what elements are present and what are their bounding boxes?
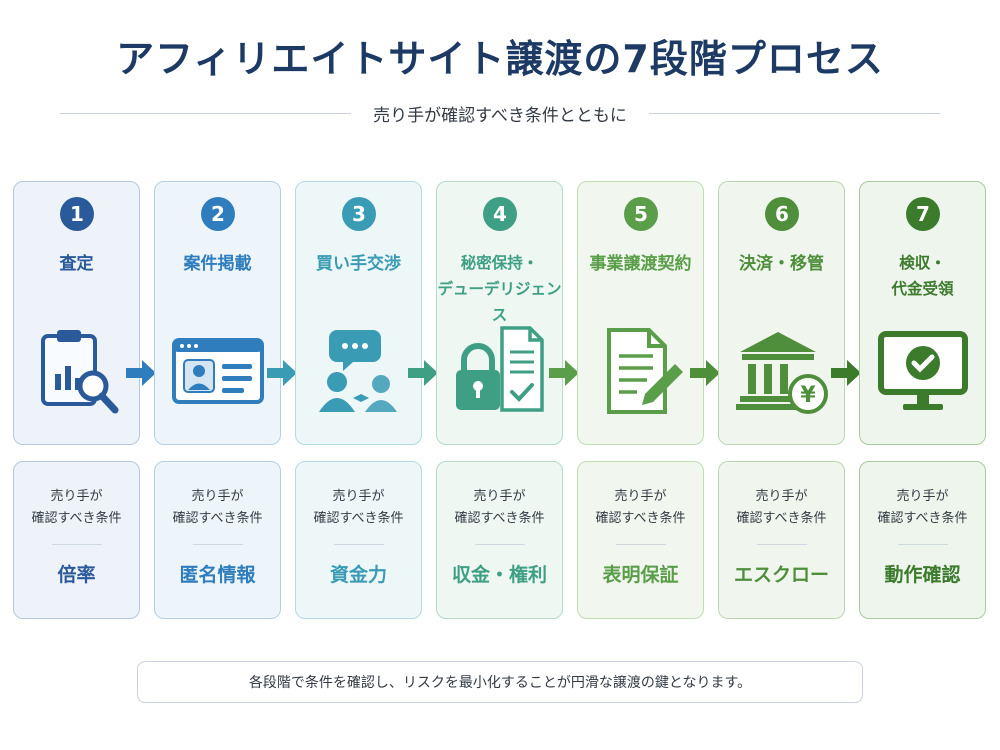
condition-divider	[616, 544, 666, 545]
step-title: 事業譲渡契約	[589, 254, 692, 274]
step-card-5: 5 事業譲渡契約	[577, 181, 704, 445]
step-card-7: 7 検収・代金受領	[859, 181, 986, 445]
web-profile-listing-icon	[168, 322, 268, 422]
bank-yen-icon: ¥	[732, 322, 832, 422]
step-arrow-icon	[126, 360, 156, 386]
step-title: 査定	[59, 254, 94, 274]
step-card-2: 2 案件掲載	[154, 181, 281, 445]
step-title: 買い手交渉	[316, 254, 401, 274]
condition-divider	[475, 544, 525, 545]
step-card-6: 6 決済・移管 ¥	[718, 181, 845, 445]
condition-divider	[52, 544, 102, 545]
step-number-badge: 7	[906, 197, 940, 231]
step-card-1: 1 査定	[13, 181, 140, 445]
condition-card-7: 売り手が確認すべき条件動作確認	[859, 461, 986, 619]
condition-value: 倍率	[57, 564, 96, 586]
step-arrow-icon	[267, 360, 297, 386]
step-title: 検収・代金受領	[891, 254, 954, 298]
condition-value: 収金・権利	[451, 564, 547, 586]
step-title: 決済・移管	[739, 254, 824, 274]
condition-label: 売り手が確認すべき条件	[877, 489, 968, 526]
condition-card-1: 売り手が確認すべき条件倍率	[13, 461, 140, 619]
step-number-badge: 4	[483, 197, 517, 231]
subtitle: 売り手が確認すべき条件とともに	[373, 105, 627, 126]
condition-label: 売り手が確認すべき条件	[31, 489, 122, 526]
step-number-badge: 3	[342, 197, 376, 231]
footer-note: 各段階で条件を確認し、リスクを最小化することが円滑な譲渡の鍵となります。	[137, 661, 863, 703]
condition-divider	[193, 544, 243, 545]
step-arrow-icon	[549, 360, 579, 386]
step-number-badge: 2	[201, 197, 235, 231]
condition-value: エスクロー	[733, 564, 829, 586]
condition-card-4: 売り手が確認すべき条件収金・権利	[436, 461, 563, 619]
clipboard-chart-search-icon	[27, 322, 127, 422]
negotiation-people-chat-icon	[309, 322, 409, 422]
condition-label: 売り手が確認すべき条件	[313, 489, 404, 526]
monitor-check-icon	[873, 322, 973, 422]
condition-divider	[898, 544, 948, 545]
condition-card-3: 売り手が確認すべき条件資金力	[295, 461, 422, 619]
step-title: 案件掲載	[183, 254, 252, 274]
lock-document-check-icon	[450, 322, 550, 422]
contract-pen-icon	[591, 322, 691, 422]
condition-label: 売り手が確認すべき条件	[595, 489, 686, 526]
subtitle-row: 売り手が確認すべき条件とともに	[60, 100, 940, 126]
step-card-3: 3 買い手交渉	[295, 181, 422, 445]
step-title: 秘密保持・デューデリジェンス	[437, 254, 562, 324]
condition-card-5: 売り手が確認すべき条件表明保証	[577, 461, 704, 619]
condition-divider	[334, 544, 384, 545]
subtitle-right-rule	[648, 112, 940, 114]
step-number-badge: 6	[765, 197, 799, 231]
condition-label: 売り手が確認すべき条件	[736, 489, 827, 526]
step-number-badge: 1	[60, 197, 94, 231]
condition-label: 売り手が確認すべき条件	[454, 489, 545, 526]
condition-value: 動作確認	[884, 564, 961, 586]
condition-card-6: 売り手が確認すべき条件エスクロー	[718, 461, 845, 619]
condition-value: 表明保証	[602, 564, 679, 586]
step-arrow-icon	[408, 360, 438, 386]
condition-value: 資金力	[329, 564, 387, 586]
page-title: アフィリエイトサイト譲渡の7段階プロセス	[116, 37, 884, 81]
condition-divider	[757, 544, 807, 545]
step-arrow-icon	[690, 360, 720, 386]
step-card-4: 4 秘密保持・デューデリジェンス	[436, 181, 563, 445]
step-number-badge: 5	[624, 197, 658, 231]
step-arrow-icon	[831, 360, 861, 386]
subtitle-left-rule	[60, 112, 352, 114]
condition-card-2: 売り手が確認すべき条件匿名情報	[154, 461, 281, 619]
condition-value: 匿名情報	[179, 564, 256, 586]
condition-label: 売り手が確認すべき条件	[172, 489, 263, 526]
svg-text:¥: ¥	[800, 383, 816, 408]
